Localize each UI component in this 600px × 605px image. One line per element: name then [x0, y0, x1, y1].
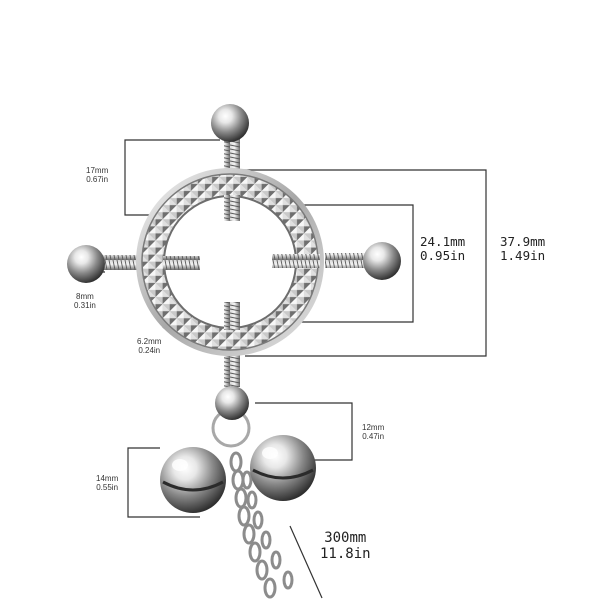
knurled-ring [136, 168, 324, 356]
screw-ball-diameter-mm: 8mm [76, 292, 94, 301]
top-screw-length-mm: 17mm [86, 166, 109, 175]
ring-inner-diameter-mm: 24.1mm [420, 234, 466, 249]
screw-balls [67, 104, 401, 420]
chain-length-in: 11.8in [320, 546, 371, 563]
ring-inner-diameter-in: 0.95in [420, 248, 466, 264]
right-bell [250, 435, 316, 501]
ring-outer-diameter-in: 1.49in [500, 248, 546, 264]
screw-ball-diameter-in: 0.31in [74, 301, 96, 311]
pendant-ball-size-mm: 12mm [362, 423, 385, 432]
top-screw-length-in: 0.67in [86, 175, 109, 185]
bell-diameter-in: 0.55in [96, 483, 119, 493]
bell-diameter-label: 14mm 0.55in [96, 474, 118, 492]
ring-thickness-mm: 6.2mm [137, 337, 162, 346]
ring-outer-diameter-mm: 37.9mm [500, 234, 546, 249]
ring-thickness-in: 0.24in [138, 346, 161, 356]
pendant-ball-size-label: 12mm 0.47in [362, 423, 384, 441]
ring-thickness-label: 6.2mm 0.24in [137, 337, 161, 355]
screw-ball-diameter-label: 8mm 0.31in [74, 292, 96, 310]
inner-screw-tips [163, 195, 320, 330]
chain-length-mm: 300mm [324, 530, 367, 546]
ring-inner-diameter-label: 24.1mm 0.95in [420, 234, 466, 264]
top-screw-length-label: 17mm 0.67in [86, 166, 108, 184]
bell-diameter-mm: 14mm [96, 474, 119, 483]
pendant-ball-size-in: 0.47in [362, 432, 385, 442]
left-bell [160, 447, 226, 513]
chain [229, 451, 294, 599]
ring-outer-diameter-label: 37.9mm 1.49in [500, 234, 546, 264]
chain-length-label: 300mm 11.8in [320, 530, 371, 562]
